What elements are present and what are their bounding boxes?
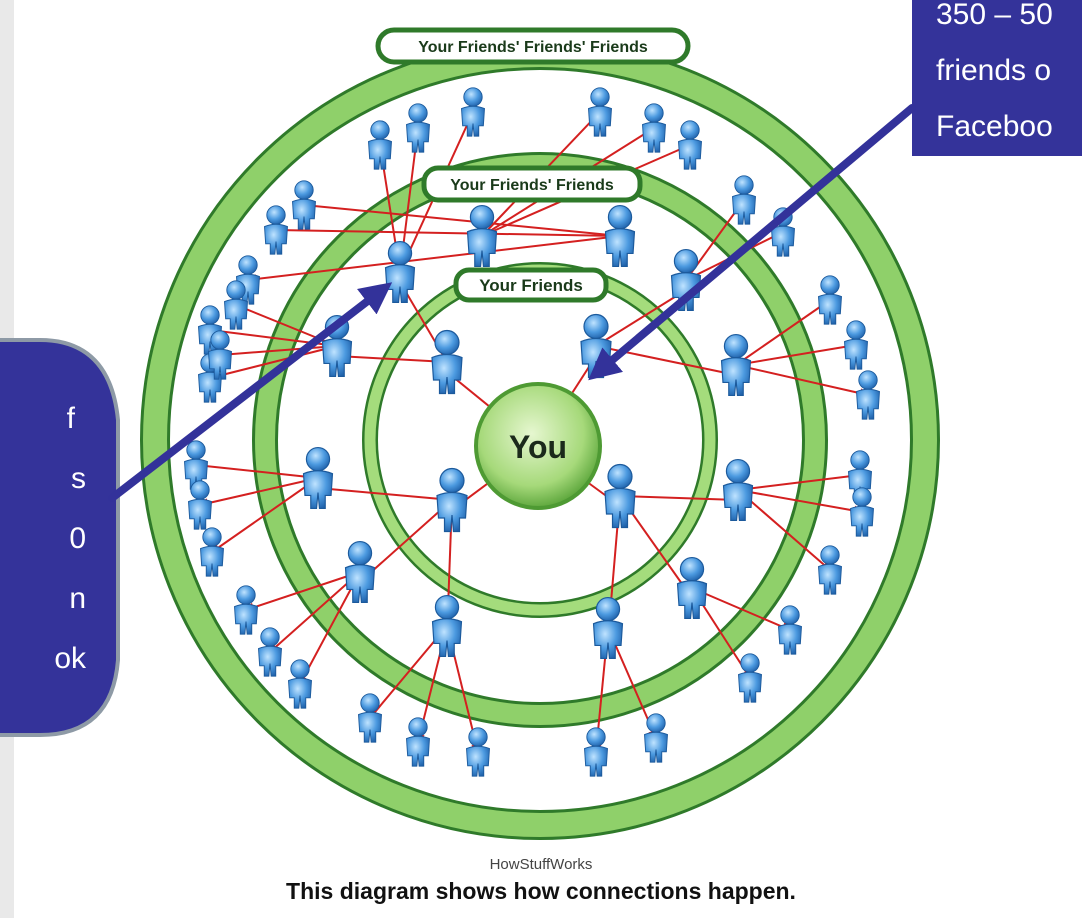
connection-link <box>316 483 453 501</box>
left-callout-line-2: s <box>71 462 86 495</box>
extended-network-person <box>850 487 874 537</box>
connection-link <box>246 235 621 285</box>
extended-network-person <box>644 713 668 763</box>
extended-network-person <box>856 370 880 420</box>
connection-link <box>691 587 792 632</box>
extended-network-person <box>642 103 666 153</box>
connection-link <box>619 494 740 505</box>
friend-of-friend-person <box>344 540 376 604</box>
extended-network-person <box>818 275 842 325</box>
connection-link <box>208 345 338 381</box>
connection-link <box>210 477 319 554</box>
friend-of-friend-person <box>466 204 498 268</box>
connection-link <box>737 471 862 491</box>
friend-person <box>604 463 636 529</box>
extended-network-person <box>588 87 612 137</box>
extended-network-person <box>584 727 608 777</box>
label-inner: Your Friends <box>453 267 609 303</box>
extended-network-person <box>264 205 288 255</box>
right-callout: 350 – 50 friends o Faceboo <box>912 0 1082 156</box>
left-callout-line-5: ok <box>54 642 87 675</box>
extended-network-person <box>778 605 802 655</box>
connection-link <box>299 571 361 686</box>
extended-network-person <box>844 320 868 370</box>
left-callout-line-3: 0 <box>69 522 86 555</box>
extended-network-person <box>200 527 224 577</box>
friend-of-friend-person <box>431 594 463 658</box>
you-label: You <box>509 429 567 465</box>
friend-of-friend-person <box>676 556 708 620</box>
connection-link <box>268 571 361 654</box>
connection-link <box>358 499 453 584</box>
connection-link <box>302 200 621 237</box>
label-middle: Your Friends' Friends <box>421 165 643 203</box>
friend-of-friend-person <box>720 333 752 397</box>
extended-network-person <box>466 727 490 777</box>
left-callout: f s 0 n ok <box>0 338 120 737</box>
right-callout-line-2: friends o <box>936 54 1051 87</box>
you-node: You <box>474 382 602 510</box>
connection-link <box>737 489 864 516</box>
connection-link <box>194 460 319 479</box>
connection-link <box>244 571 361 613</box>
friend-person <box>431 329 463 395</box>
extended-network-person <box>234 585 258 635</box>
extended-network-person <box>188 480 212 530</box>
label-outer-text: Your Friends' Friends' Friends <box>418 39 648 56</box>
label-inner-text: Your Friends <box>479 276 583 295</box>
extended-network-person <box>292 180 316 230</box>
extended-network-person <box>358 693 382 743</box>
connection-link <box>595 288 688 347</box>
extended-network-person <box>224 280 248 330</box>
connection-link <box>198 477 319 509</box>
connection-link <box>737 489 832 572</box>
connection-link <box>335 351 448 363</box>
label-outer: Your Friends' Friends' Friends <box>375 27 691 65</box>
friend-of-friend-person <box>302 446 334 510</box>
connection-link <box>735 364 870 399</box>
left-pointer-arrow <box>108 282 393 502</box>
connection-link <box>735 341 858 366</box>
left-callout-line-4: n <box>69 582 86 615</box>
extended-network-person <box>732 175 756 225</box>
extended-network-person <box>368 120 392 170</box>
caption-text: This diagram shows how connections happe… <box>286 878 796 904</box>
credit-text: HowStuffWorks <box>489 856 593 873</box>
right-callout-line-1: 350 – 50 <box>936 0 1053 31</box>
right-callout-line-3: Faceboo <box>936 110 1053 143</box>
extended-network-person <box>678 120 702 170</box>
friend-of-friend-person <box>604 204 636 268</box>
label-middle-text: Your Friends' Friends <box>450 177 614 194</box>
extended-network-person <box>406 717 430 767</box>
connection-link <box>735 298 832 366</box>
right-pointer-arrow <box>588 104 916 381</box>
extended-network-person <box>738 653 762 703</box>
connection-link <box>218 345 338 360</box>
extended-network-person <box>288 659 312 709</box>
friend-of-friend-person <box>722 458 754 522</box>
extended-network-person <box>258 627 282 677</box>
friend-of-friend-person <box>384 240 416 304</box>
extended-network-person <box>406 103 430 153</box>
left-callout-line-1: f <box>67 402 76 435</box>
extended-network-person <box>818 545 842 595</box>
connection-link <box>274 225 621 237</box>
